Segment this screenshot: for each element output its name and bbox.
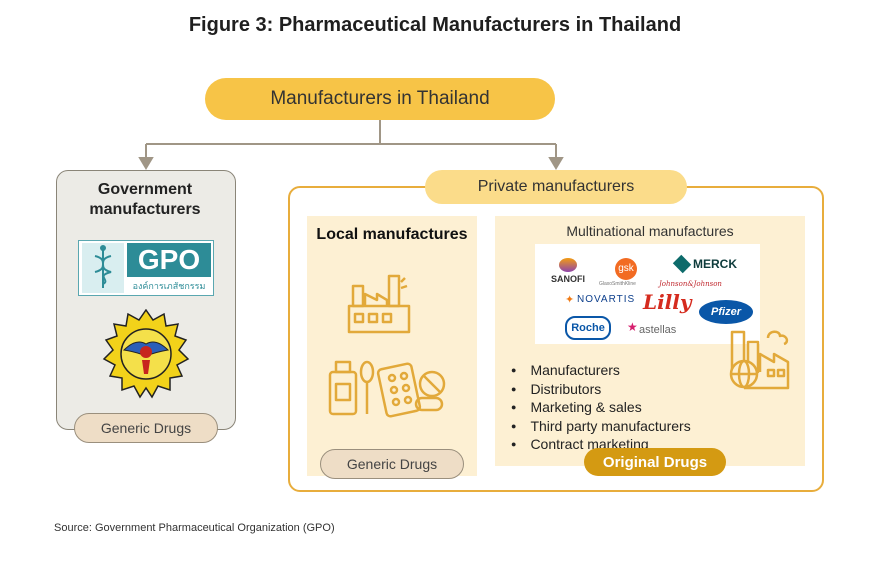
logo-roche: Roche — [565, 316, 611, 340]
source-note: Source: Government Pharmaceutical Organi… — [54, 522, 335, 534]
astellas-mark-icon: ★ — [627, 320, 638, 334]
gov-arrow — [138, 157, 154, 170]
government-seal-icon — [102, 309, 190, 399]
gpo-logo: GPO องค์การเภสัชกรรม — [78, 240, 214, 296]
logo-merck: MERCK — [693, 257, 737, 271]
logo-sanofi: SANOFI — [551, 274, 586, 284]
government-title: Government manufacturers — [56, 180, 234, 220]
original-drugs-badge: Original Drugs — [584, 448, 726, 476]
gpo-logo-text: GPO — [127, 243, 211, 277]
local-title: Local manufactures — [316, 226, 468, 243]
list-item: Manufacturers — [511, 362, 691, 381]
government-generic-drugs: Generic Drugs — [74, 413, 218, 443]
global-factory-icon — [729, 330, 790, 390]
logo-glaxosmithkline: GlaxoSmithKline — [599, 281, 636, 287]
factory-icon — [347, 274, 411, 334]
list-item: Marketing & sales — [511, 399, 691, 418]
private-arrow — [548, 157, 564, 170]
government-title-line2: manufacturers — [89, 201, 201, 218]
sanofi-mark-icon — [559, 258, 577, 272]
government-title-line1: Government — [97, 181, 193, 198]
list-item: Third party manufacturers — [511, 418, 690, 437]
merck-mark-icon — [672, 254, 692, 274]
company-logos: SANOFI gsk GlaxoSmithKline MERCK Johnson… — [535, 244, 760, 344]
novartis-mark-icon: ✦ — [565, 294, 575, 306]
multinational-roles-list: Manufacturers Distributors Marketing & s… — [511, 362, 691, 455]
gpo-logo-subtext: องค์การเภสัชกรรม — [132, 281, 206, 291]
private-node: Private manufacturers — [425, 170, 687, 204]
logo-lilly: Lilly — [643, 290, 692, 314]
local-generic-drugs: Generic Drugs — [320, 449, 464, 479]
caduceus-icon — [82, 243, 124, 293]
figure-title: Figure 3: Pharmaceutical Manufacturers i… — [188, 14, 682, 36]
root-node: Manufacturers in Thailand — [205, 78, 555, 120]
logo-novartis: NOVARTIS — [577, 294, 636, 305]
multinational-title: Multinational manufactures — [566, 223, 734, 239]
local-panel — [307, 216, 477, 476]
medicine-icon — [328, 360, 446, 418]
logo-gsk: gsk — [615, 258, 637, 280]
list-item: Distributors — [511, 381, 691, 400]
logo-pfizer: Pfizer — [699, 300, 753, 324]
logo-johnson: Johnson&Johnson — [659, 280, 722, 288]
logo-astellas: astellas — [639, 324, 677, 336]
